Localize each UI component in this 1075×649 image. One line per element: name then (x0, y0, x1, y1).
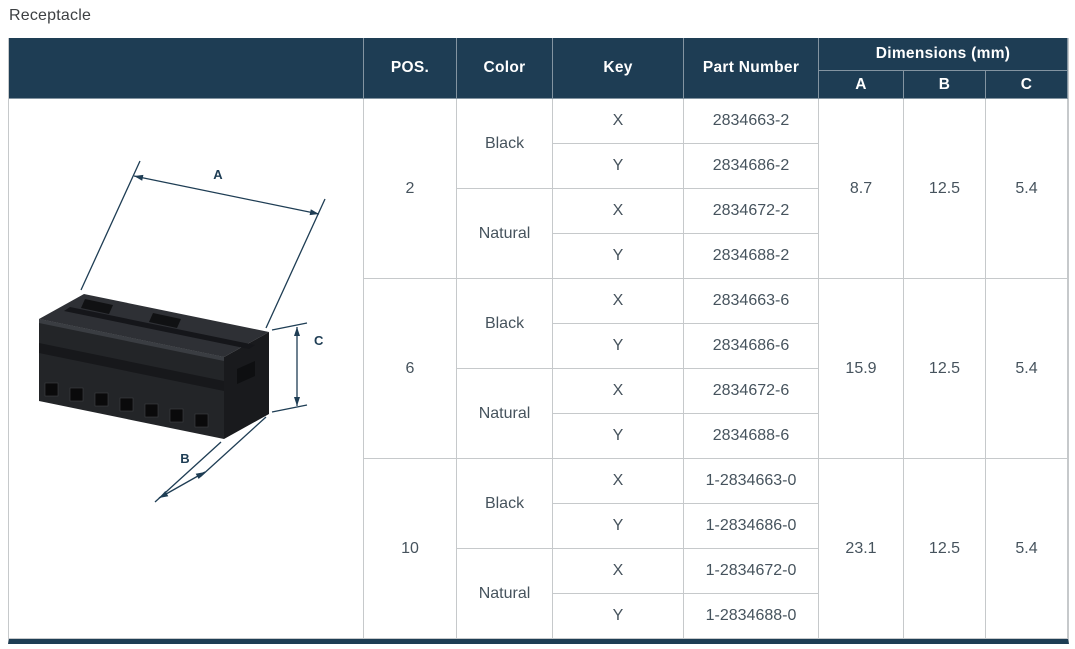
connector-latch-tab (81, 299, 113, 314)
key-cell: Y (553, 144, 684, 189)
key-cell: X (553, 99, 684, 144)
table-row: 10 Black X 1-2834663-0 23.1 12.5 5.4 (9, 459, 1068, 639)
part-number-cell: 2834686-2 (684, 144, 819, 189)
dim-c-cell: 5.4 (986, 459, 1068, 639)
col-header-part-number: Part Number (684, 38, 819, 99)
part-number-cell: 1-2834686-0 (684, 504, 819, 549)
dim-c-cell: 5.4 (986, 99, 1068, 279)
part-number-cell: 1-2834663-0 (684, 459, 819, 504)
part-number-cell: 1-2834688-0 (684, 594, 819, 639)
key-cell: X (553, 279, 684, 324)
product-spec-table: POS. Color Key Part Number Dimensions (m… (8, 38, 1069, 644)
connector-latch-beam (64, 307, 255, 349)
connector-side-face (224, 332, 269, 439)
dim-a-cell: 8.7 (819, 99, 904, 279)
dim-b-cell: 12.5 (904, 279, 986, 459)
pos-cell: 10 (364, 459, 457, 639)
table-row: A (9, 99, 1068, 639)
color-cell: Black (457, 279, 553, 369)
pos-cell: 6 (364, 279, 457, 459)
product-image: A (39, 160, 326, 503)
key-cell: Y (553, 234, 684, 279)
table-row: Natural X 2834672-6 (9, 369, 1068, 459)
key-cell: X (553, 549, 684, 594)
dim-label-b: B (180, 451, 189, 466)
dim-a-cell: 15.9 (819, 279, 904, 459)
section-title: Receptacle (9, 7, 92, 24)
part-number-cell: 1-2834672-0 (684, 549, 819, 594)
col-header-pos: POS. (364, 38, 457, 99)
part-number-cell: 2834663-6 (684, 279, 819, 324)
col-header-key: Key (553, 38, 684, 99)
image-column-header (9, 38, 364, 99)
color-cell: Natural (457, 549, 553, 639)
color-cell: Black (457, 459, 553, 549)
col-header-dim-a: A (819, 71, 904, 99)
dim-b-cell: 12.5 (904, 99, 986, 279)
key-cell: Y (553, 324, 684, 369)
product-image-cell: A (9, 99, 364, 639)
dim-label-a: A (213, 167, 223, 182)
color-cell: Natural (457, 369, 553, 459)
col-header-color: Color (457, 38, 553, 99)
key-cell: X (553, 189, 684, 234)
pos-cell: 2 (364, 99, 457, 279)
dim-b-cell: 12.5 (904, 459, 986, 639)
table-row: Y 1-2834688-0 (9, 594, 1068, 639)
connector-latch-tab (149, 313, 181, 328)
connector-top-edge-highlight (39, 319, 224, 361)
part-number-cell: 2834688-2 (684, 234, 819, 279)
table-row: Y 2834688-2 (9, 234, 1068, 279)
connector-cavities (44, 382, 209, 428)
dim-arrow-c (271, 322, 308, 413)
key-cell: Y (553, 594, 684, 639)
color-cell: Natural (457, 189, 553, 279)
col-header-dim-b: B (904, 71, 986, 99)
key-cell: Y (553, 504, 684, 549)
key-cell: X (553, 459, 684, 504)
table-row: Natural X 2834672-2 (9, 189, 1068, 279)
color-cell: Black (457, 99, 553, 189)
dim-c-cell: 5.4 (986, 279, 1068, 459)
col-header-dimensions: Dimensions (mm) (819, 38, 1068, 71)
key-cell: X (553, 369, 684, 414)
part-number-cell: 2834672-2 (684, 189, 819, 234)
part-number-cell: 2834672-6 (684, 369, 819, 414)
header-row: POS. Color Key Part Number Dimensions (m… (9, 38, 1068, 99)
table-row: Y 2834688-6 (9, 414, 1068, 459)
key-cell: Y (553, 414, 684, 459)
dim-a-cell: 23.1 (819, 459, 904, 639)
table-row: 6 Black X 2834663-6 15.9 12.5 5.4 (9, 279, 1068, 459)
part-number-cell: 2834686-6 (684, 324, 819, 369)
col-header-dim-c: C (986, 71, 1068, 99)
table-row: Y 2834686-2 (9, 144, 1068, 189)
dim-arrow-a (80, 160, 326, 329)
dim-label-c: C (314, 333, 324, 348)
table-row: Y 2834686-6 (9, 324, 1068, 369)
connector-side-slot (237, 361, 255, 384)
header-subrow: A B C (9, 71, 1068, 99)
connector-drawing (39, 294, 269, 439)
dim-arrow-b (154, 416, 267, 503)
table-row: Natural X 1-2834672-0 (9, 549, 1068, 639)
part-number-cell: 2834688-6 (684, 414, 819, 459)
part-number-cell: 2834663-2 (684, 99, 819, 144)
table-row: Y 1-2834686-0 (9, 504, 1068, 549)
connector-groove (39, 343, 224, 391)
